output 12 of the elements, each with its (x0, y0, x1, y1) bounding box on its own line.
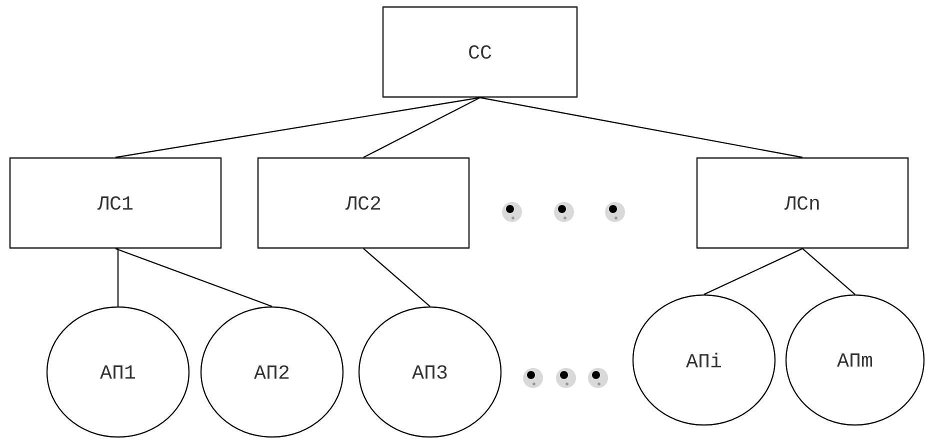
process-box: СС (382, 6, 578, 98)
connector-line (117, 248, 119, 306)
connector-line (704, 248, 803, 295)
connector-line (480, 97, 803, 158)
connector-line (115, 97, 480, 158)
connector-line (115, 248, 272, 307)
connector-line (363, 248, 430, 307)
connector-line (363, 97, 480, 158)
process-box: ЛСn (696, 157, 909, 249)
connector-line (802, 248, 856, 295)
process-box: ЛС2 (257, 157, 470, 249)
process-box: ЛС1 (9, 157, 222, 249)
